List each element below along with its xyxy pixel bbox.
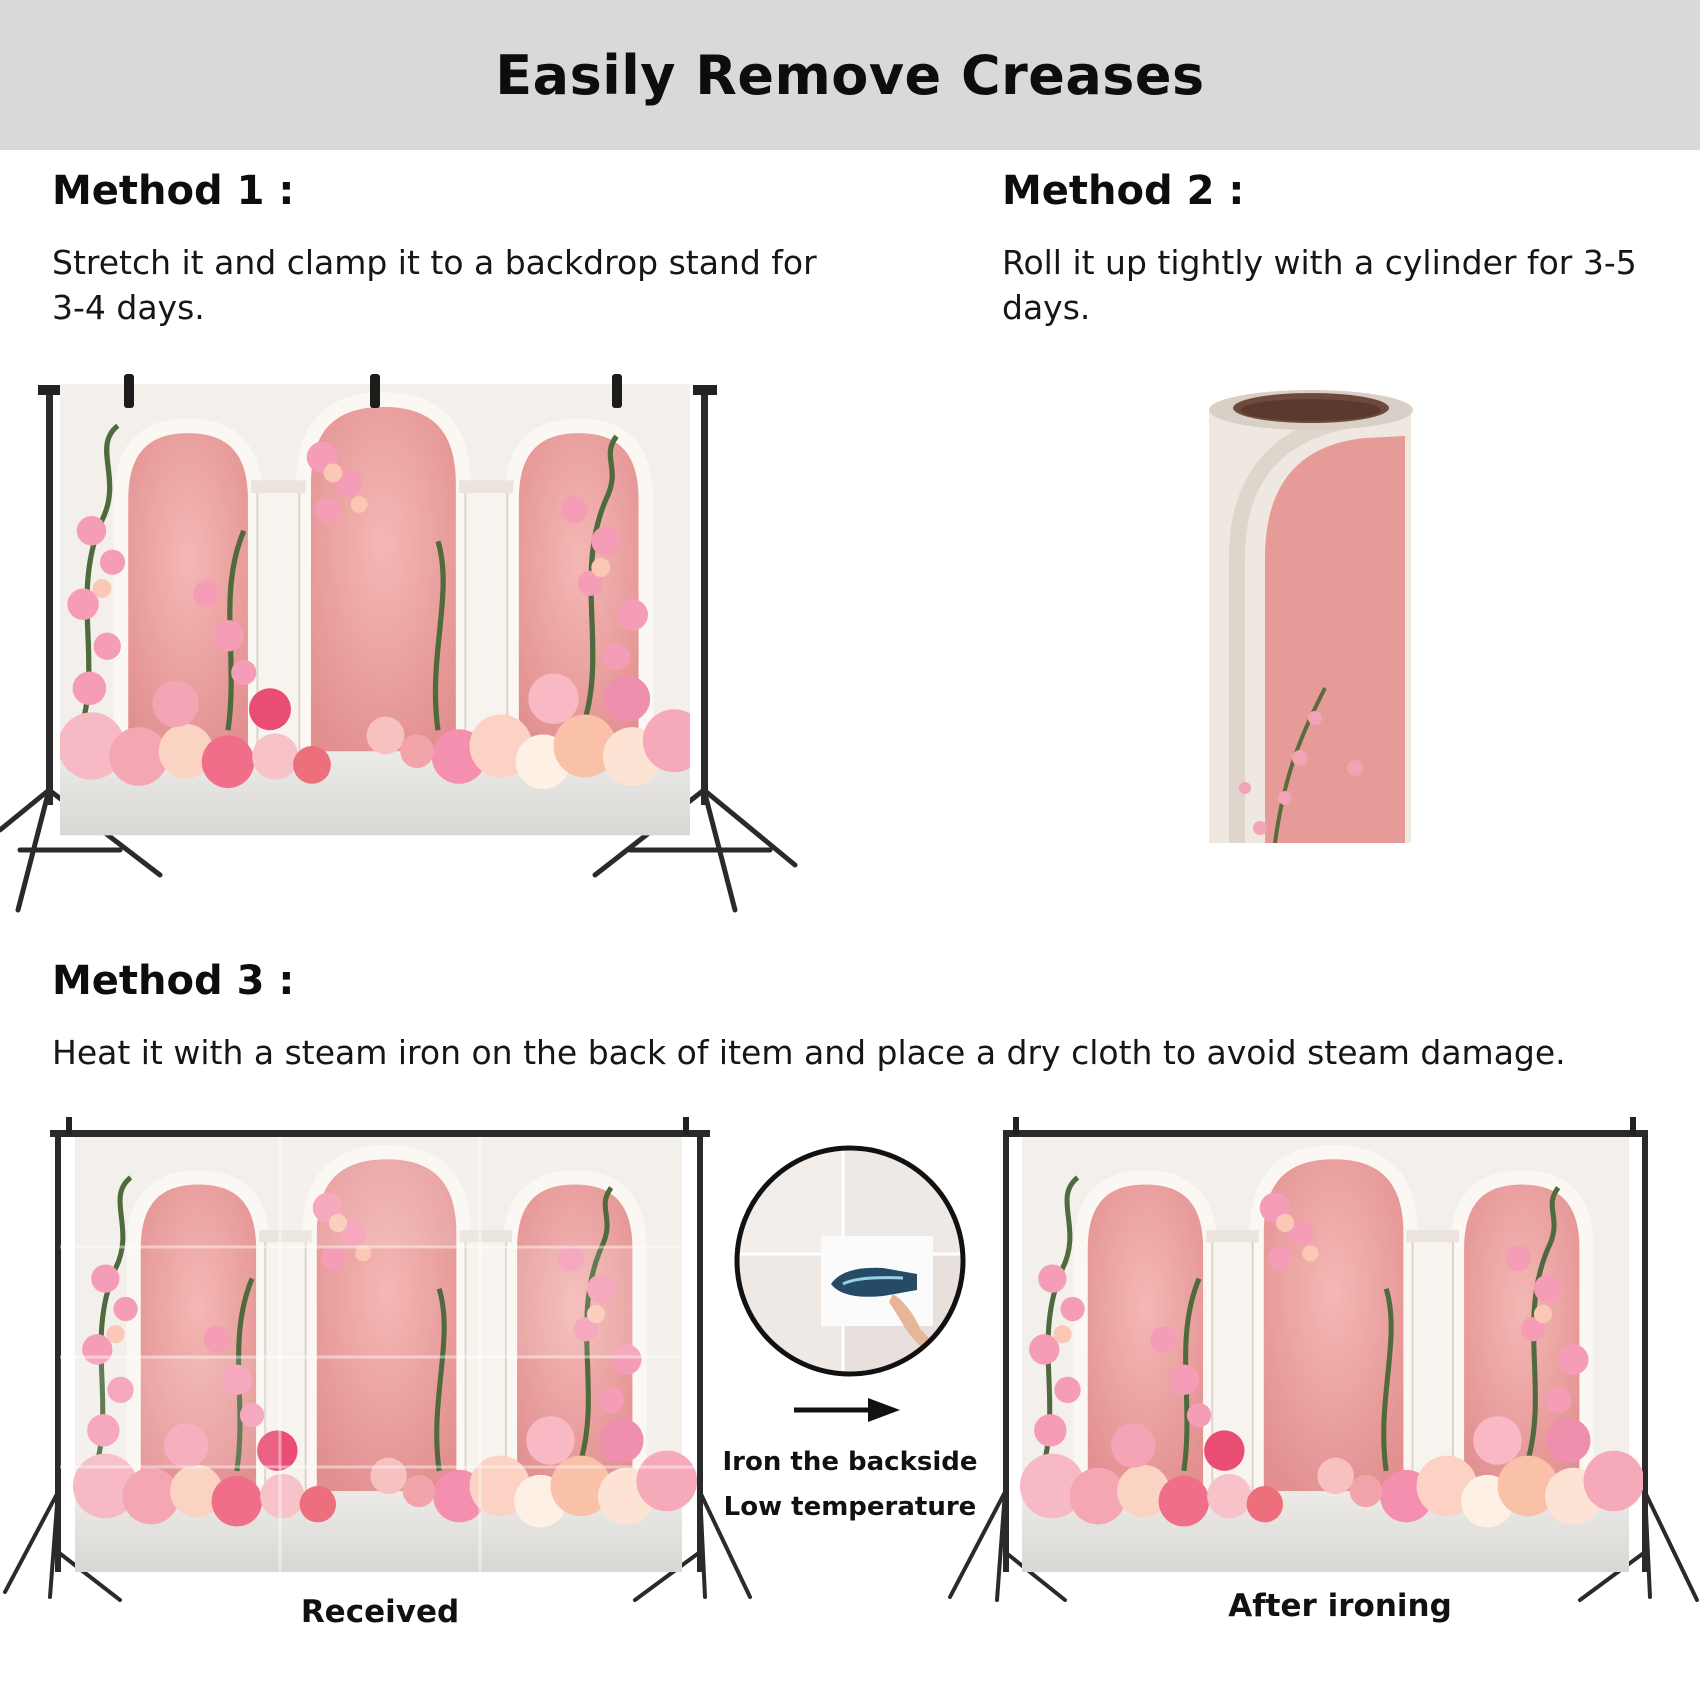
method-1-title: Method 1 : — [52, 168, 295, 214]
iron-instructions: Iron the backside Low temperature — [700, 1440, 1000, 1530]
method-1-description: Stretch it and clamp it to a backdrop st… — [52, 243, 817, 327]
method-3-description: Heat it with a steam iron on the back of… — [52, 1033, 1566, 1072]
received-label: Received — [300, 1594, 460, 1630]
instruction-line-2: Low temperature — [723, 1492, 977, 1522]
rolled-backdrop-icon — [1209, 390, 1413, 844]
backdrop-stand-icon — [0, 374, 798, 913]
method-3-title: Method 3 : — [52, 958, 295, 1004]
steam-iron-icon — [734, 1145, 966, 1377]
method-2-description: Roll it up tightly with a cylinder for 3… — [1002, 243, 1637, 327]
instruction-line-1: Iron the backside — [722, 1447, 978, 1477]
received-backdrop-image — [3, 1117, 752, 1602]
arrow-right-icon — [794, 1398, 900, 1422]
page-header: Easily Remove Creases — [0, 0, 1700, 150]
page-title: Easily Remove Creases — [495, 43, 1205, 107]
after-ironing-backdrop-image — [948, 1117, 1699, 1602]
method-2-title: Method 2 : — [1002, 168, 1245, 214]
after-ironing-label: After ironing — [1228, 1588, 1452, 1624]
